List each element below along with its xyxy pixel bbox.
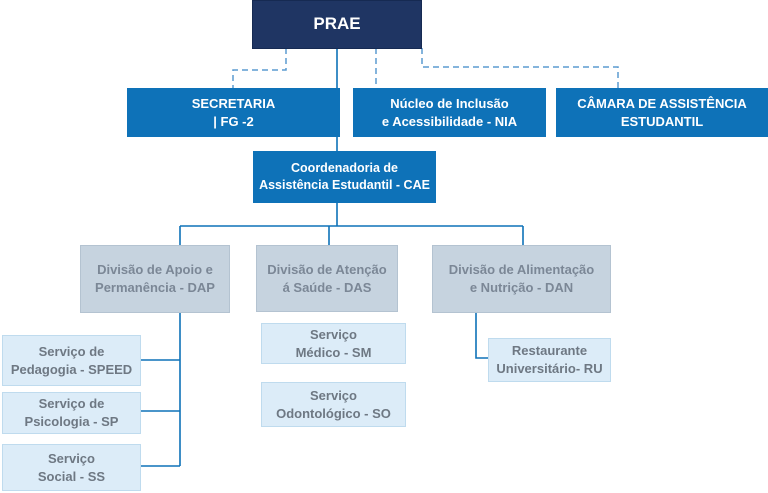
nia-box[interactable]: Núcleo de Inclusão e Acessibilidade - NI… xyxy=(353,88,546,137)
speed-label: Serviço de Pedagogia - SPEED xyxy=(10,343,133,377)
cae-box[interactable]: Coordenadoria de Assistência Estudantil … xyxy=(253,151,436,203)
sm-box[interactable]: Serviço Médico - SM xyxy=(261,323,406,364)
so-label: Serviço Odontológico - SO xyxy=(276,387,391,421)
ru-box[interactable]: Restaurante Universitário- RU xyxy=(488,338,611,382)
ss-box[interactable]: Serviço Social - SS xyxy=(2,444,141,491)
dap-box[interactable]: Divisão de Apoio e Permanência - DAP xyxy=(80,245,230,313)
secretaria-label: SECRETARIA | FG -2 xyxy=(191,95,276,129)
nia-label: Núcleo de Inclusão e Acessibilidade - NI… xyxy=(381,95,518,129)
sp-box[interactable]: Serviço de Psicologia - SP xyxy=(2,392,141,434)
cae-label: Coordenadoria de Assistência Estudantil … xyxy=(259,161,430,192)
dan-label: Divisão de Alimentação e Nutrição - DAN xyxy=(448,262,595,295)
connector-to-ru xyxy=(475,313,490,359)
so-box[interactable]: Serviço Odontológico - SO xyxy=(261,382,406,427)
ss-label: Serviço Social - SS xyxy=(37,450,106,484)
das-label: Divisão de Atenção á Saúde - DAS xyxy=(267,261,387,295)
sm-label: Serviço Médico - SM xyxy=(295,326,372,360)
ru-label: Restaurante Universitário- RU xyxy=(496,343,603,376)
camara-label: CÂMARA DE ASSISTÊNCIA ESTUDANTIL xyxy=(577,95,747,129)
secretaria-box[interactable]: SECRETARIA | FG -2 xyxy=(127,88,340,137)
speed-box[interactable]: Serviço de Pedagogia - SPEED xyxy=(2,335,141,386)
prae-box[interactable]: PRAE xyxy=(252,0,422,49)
dashed-connector-camara xyxy=(421,48,619,89)
das-box[interactable]: Divisão de Atenção á Saúde - DAS xyxy=(256,245,398,312)
sp-label: Serviço de Psicologia - SP xyxy=(24,396,119,429)
prae-label: PRAE xyxy=(313,14,361,34)
camara-box[interactable]: CÂMARA DE ASSISTÊNCIA ESTUDANTIL xyxy=(556,88,768,137)
dap-label: Divisão de Apoio e Permanência - DAP xyxy=(95,262,215,295)
dan-box[interactable]: Divisão de Alimentação e Nutrição - DAN xyxy=(432,245,611,313)
dashed-connector-secretaria xyxy=(232,48,287,89)
